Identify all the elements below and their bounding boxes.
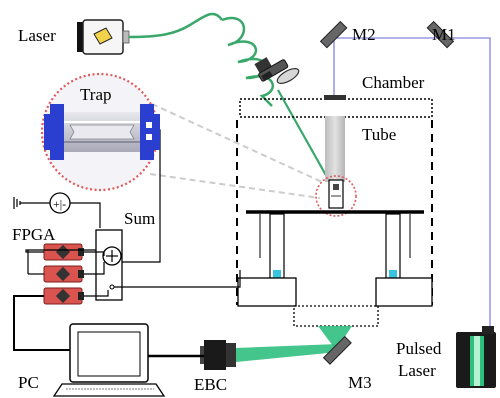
pc-computer bbox=[52, 323, 166, 397]
trap-inset bbox=[40, 72, 160, 192]
trap-location-marker bbox=[315, 175, 357, 217]
zoom-guide-lower bbox=[149, 173, 321, 199]
m3-label: M3 bbox=[348, 373, 372, 392]
mirror-m3 bbox=[322, 335, 352, 365]
ground-symbol bbox=[13, 197, 21, 209]
tube-label: Tube bbox=[362, 125, 396, 144]
trap-holder bbox=[328, 179, 344, 209]
stage-leg-right bbox=[385, 213, 401, 280]
stage-leg-left bbox=[269, 213, 285, 280]
cable-fpga-pc bbox=[13, 295, 70, 351]
sum-output-node bbox=[109, 284, 115, 290]
tube-cap bbox=[324, 95, 346, 100]
sum-label: Sum bbox=[124, 209, 155, 228]
zoom-guide-upper bbox=[151, 103, 323, 183]
fpga-board-3 bbox=[43, 287, 84, 305]
pulsed-beam-path bbox=[333, 37, 491, 350]
signal-wire-chamber bbox=[114, 270, 241, 288]
pulsed-label-line1: Pulsed bbox=[396, 339, 442, 358]
mirror-m1 bbox=[426, 20, 455, 49]
trap-label: Trap bbox=[80, 85, 112, 104]
mirror-m2 bbox=[319, 20, 348, 49]
sample-tube bbox=[325, 116, 345, 182]
fpga-board-1 bbox=[43, 243, 84, 261]
pulsed-laser-source bbox=[456, 326, 496, 388]
fpga-board-2 bbox=[43, 265, 84, 283]
trapping-beam bbox=[277, 89, 333, 187]
fiber-collimator bbox=[254, 57, 289, 82]
base-block-right bbox=[375, 277, 433, 307]
svg-text:+|-: +|- bbox=[53, 197, 66, 211]
m1-label: M1 bbox=[432, 25, 456, 44]
ebc-label: EBC bbox=[194, 375, 227, 394]
ebc-camera bbox=[200, 340, 236, 370]
m2-label: M2 bbox=[352, 25, 376, 44]
bias-wire bbox=[70, 202, 101, 228]
voltage-source: +|- bbox=[49, 192, 71, 214]
optical-fiber bbox=[128, 12, 224, 39]
base-block-left bbox=[237, 277, 297, 307]
chamber-window bbox=[293, 305, 379, 327]
fpga-label: FPGA bbox=[12, 225, 56, 244]
summing-amplifier bbox=[102, 246, 122, 266]
laser-source bbox=[77, 19, 130, 55]
fpga-wiring bbox=[25, 249, 109, 297]
imaging-beam-cone bbox=[318, 326, 352, 350]
chamber-label: Chamber bbox=[362, 73, 425, 92]
focusing-lens bbox=[276, 68, 300, 84]
pc-label: PC bbox=[18, 373, 39, 392]
pulsed-label-line2: Laser bbox=[398, 361, 436, 380]
laser-label: Laser bbox=[18, 26, 56, 45]
imaging-beam-to-camera bbox=[236, 344, 338, 362]
